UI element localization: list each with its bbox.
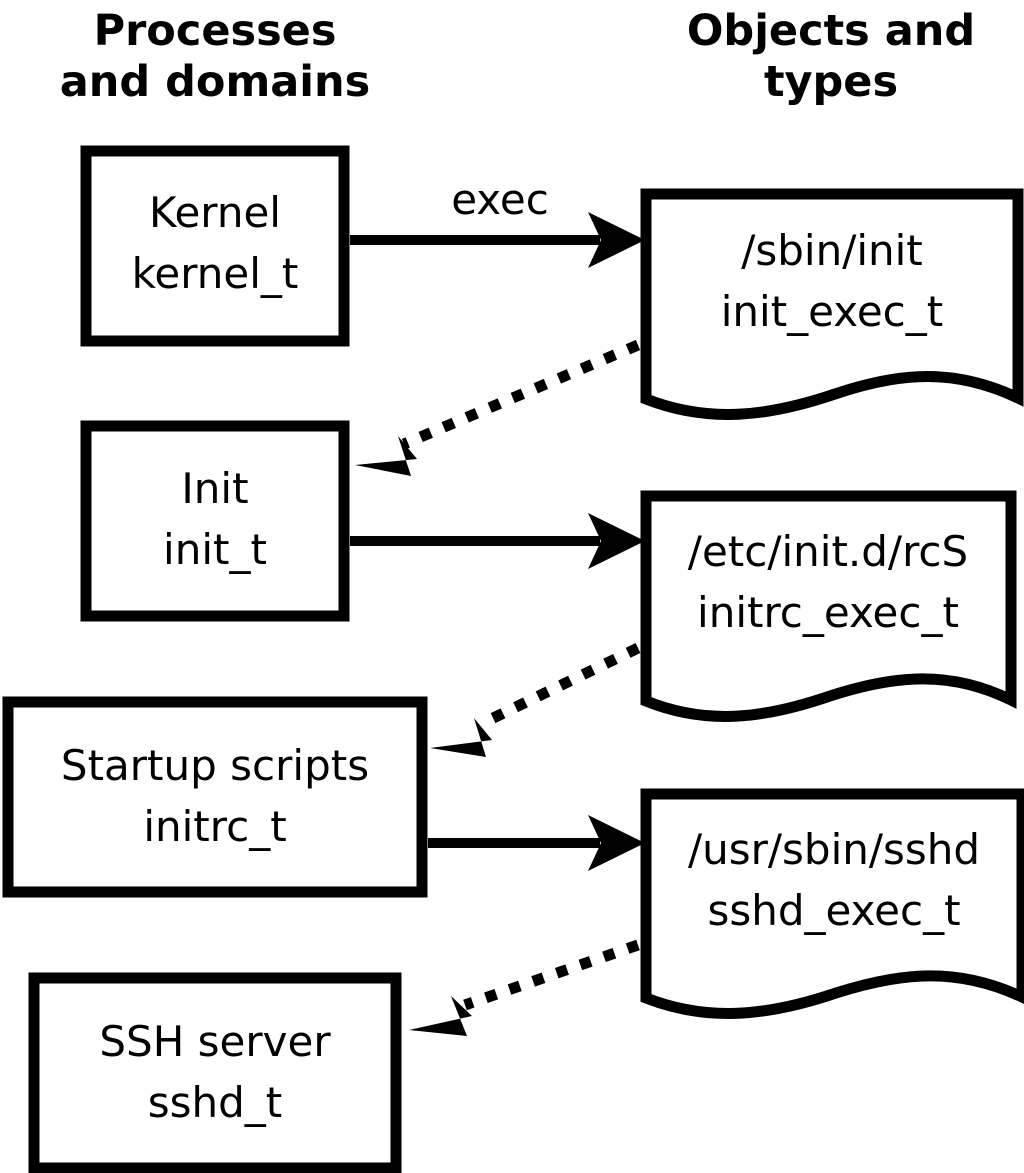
process-node-sshd[interactable]: SSH server sshd_t <box>28 972 402 1173</box>
object-node-sshd_exec-shape[interactable] <box>640 788 1024 1019</box>
object-node-sshd_exec[interactable]: /usr/sbin/sshd sshd_exec_t <box>640 788 1024 1019</box>
object-node-initrc_exec[interactable]: /etc/init.d/rcS initrc_exec_t <box>640 490 1017 722</box>
edge-line <box>480 643 641 728</box>
object-node-init_exec-shape[interactable] <box>640 188 1024 420</box>
process-node-sshd-name: SSH server <box>99 1017 331 1066</box>
process-node-init-name: Init <box>181 464 248 513</box>
edge-line <box>463 939 640 1011</box>
edge-init_exec-transition-init <box>355 339 641 476</box>
process-node-kernel-type: kernel_t <box>132 249 299 298</box>
column-header-processes: Processes and domains <box>60 6 370 107</box>
arrow-head-right <box>588 212 645 268</box>
edge-init-exec-initrc_exec <box>350 513 645 569</box>
process-node-kernel-box[interactable] <box>80 145 350 347</box>
process-node-sshd-type: sshd_t <box>148 1078 283 1127</box>
object-node-sshd_exec-type: sshd_exec_t <box>707 886 960 935</box>
process-node-initrc-name: Startup scripts <box>61 741 369 790</box>
edge-initrc-exec-sshd_exec <box>428 815 645 871</box>
arrow-head-right <box>588 513 645 569</box>
column-header-objects-line2: types <box>764 57 898 107</box>
edge-kernel-exec-init_exec: exec <box>350 175 645 268</box>
object-node-initrc_exec-shape[interactable] <box>640 490 1017 722</box>
object-node-initrc_exec-type: initrc_exec_t <box>697 588 959 637</box>
edge-initrc_exec-transition-initrc <box>430 643 641 757</box>
object-node-init_exec-path: /sbin/init <box>741 226 923 275</box>
column-header-objects: Objects and types <box>687 6 975 107</box>
edge-sshd_exec-transition-sshd <box>409 939 640 1036</box>
process-node-initrc[interactable]: Startup scripts initrc_t <box>2 696 428 898</box>
column-header-processes-line1: Processes <box>94 6 337 56</box>
column-header-processes-line2: and domains <box>60 57 370 107</box>
arrow-head-left <box>430 718 492 757</box>
object-node-init_exec-type: init_exec_t <box>721 287 944 336</box>
object-node-sshd_exec-path: /usr/sbin/sshd <box>688 825 980 874</box>
arrow-head-left <box>355 436 417 476</box>
process-node-initrc-type: initrc_t <box>143 802 286 851</box>
column-header-objects-line1: Objects and <box>687 6 975 56</box>
process-node-kernel[interactable]: Kernel kernel_t <box>80 145 350 347</box>
process-node-sshd-box[interactable] <box>28 972 402 1173</box>
object-node-initrc_exec-path: /etc/init.d/rcS <box>688 527 968 576</box>
object-node-init_exec[interactable]: /sbin/init init_exec_t <box>640 188 1024 420</box>
process-node-initrc-box[interactable] <box>2 696 428 898</box>
process-node-init-box[interactable] <box>80 420 350 622</box>
process-node-init-type: init_t <box>163 525 267 574</box>
process-node-kernel-name: Kernel <box>149 188 281 237</box>
arrow-head-right <box>588 815 645 871</box>
edge-label-exec: exec <box>451 175 549 224</box>
process-node-init[interactable]: Init init_t <box>80 420 350 622</box>
edge-line <box>401 339 641 450</box>
arrow-head-left <box>409 996 472 1036</box>
